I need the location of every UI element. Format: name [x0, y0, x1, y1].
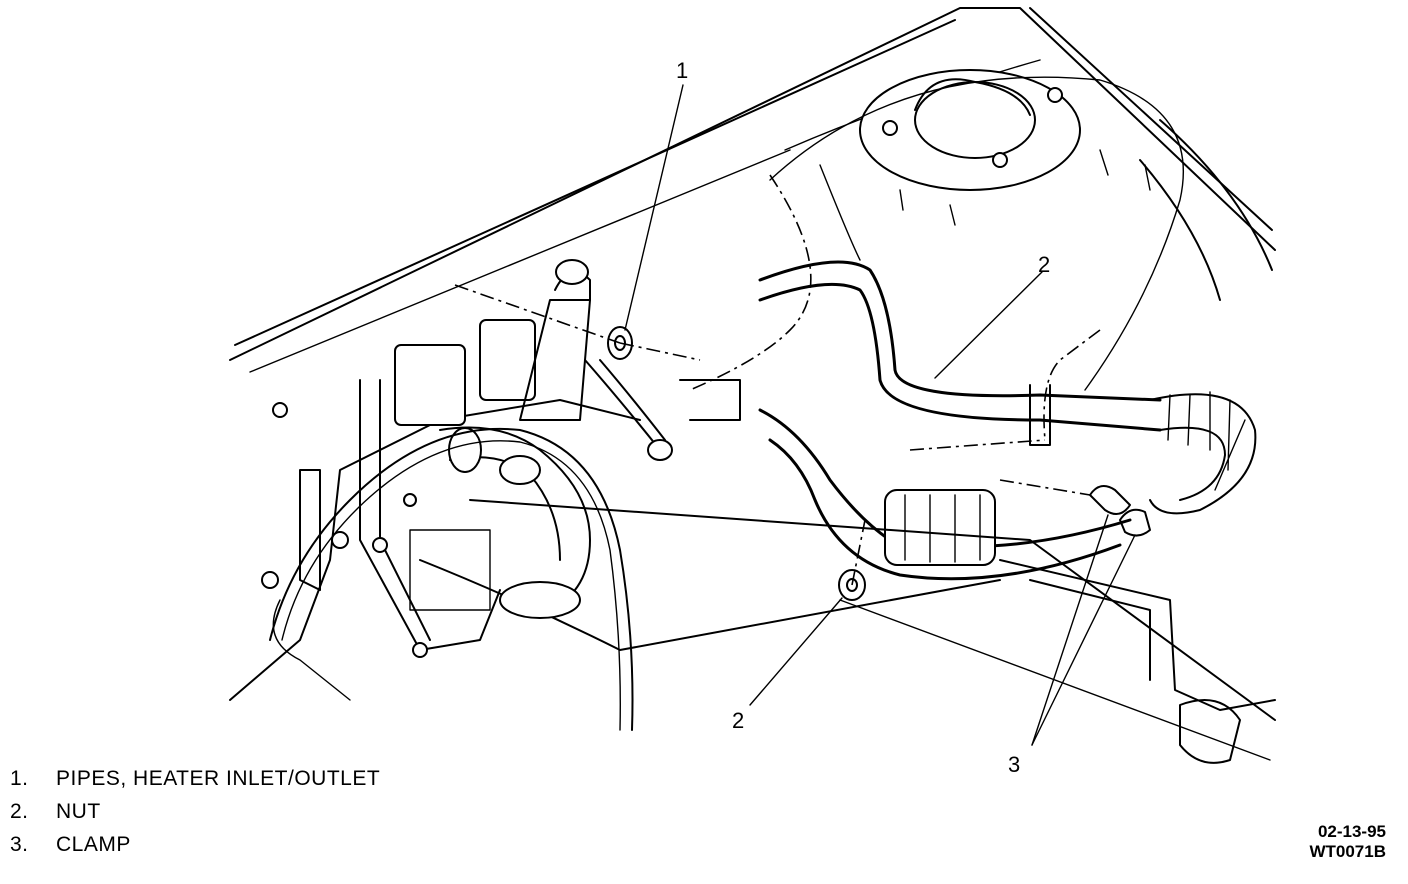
legend-item: 2. NUT — [10, 795, 380, 828]
legend-text: PIPES, HEATER INLET/OUTLET — [56, 767, 381, 790]
leader-lines — [624, 84, 1136, 746]
heater-pipes — [758, 260, 1257, 515]
legend-number: 2. — [10, 800, 29, 823]
legend-text: NUT — [56, 800, 101, 823]
figure-stamp: 02-13-95 WT0071B — [1309, 822, 1386, 862]
brake-cable-inner — [281, 440, 621, 731]
callout-3: 3 — [1008, 752, 1020, 777]
figure-date: 02-13-95 — [1317, 822, 1386, 841]
callout-2-bottom: 2 — [732, 708, 744, 733]
legend-item: 1. PIPES, HEATER INLET/OUTLET — [10, 762, 380, 795]
legend-text: CLAMP — [56, 833, 131, 856]
firewall-components — [229, 319, 641, 701]
heater-hoses — [758, 408, 1151, 581]
upper-bracket — [519, 259, 741, 461]
cable — [769, 76, 1184, 391]
legend-number: 3. — [10, 833, 29, 856]
figure-code: WT0071B — [1309, 842, 1386, 861]
legend-item: 3. CLAMP — [10, 828, 380, 861]
legend-number: 1. — [10, 767, 29, 790]
fender-outline — [229, 7, 1276, 373]
strut-tower — [819, 69, 1151, 261]
callout-2-top: 1 — [676, 58, 688, 83]
assembly-centerlines — [454, 174, 1101, 586]
legend: 1. PIPES, HEATER INLET/OUTLET 2. NUT 3. CLA… — [10, 762, 380, 861]
frame-rail — [419, 499, 1276, 764]
callout-1: 2 — [1038, 252, 1050, 277]
brake-cable — [269, 427, 634, 731]
